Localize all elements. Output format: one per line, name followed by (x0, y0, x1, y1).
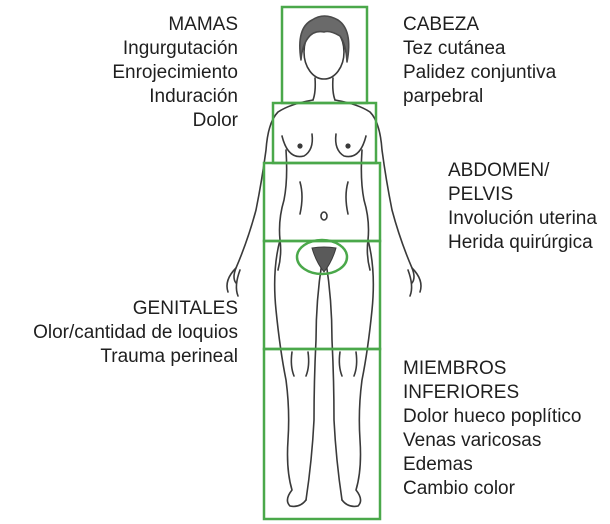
knee-right (338, 351, 358, 377)
knee-left (290, 351, 310, 377)
cabeza-item: parpebral (403, 86, 484, 107)
miembros-heading: MIEMBROS (403, 358, 507, 379)
leg-left-inner (305, 261, 323, 501)
mamas-item: Enrojecimiento (112, 62, 238, 83)
region-box-pubis (295, 238, 349, 276)
waist-right (360, 149, 371, 271)
miembros-item: Venas varicosas (403, 430, 542, 451)
genitales-item: Trauma perineal (100, 346, 238, 367)
label-miembros: MIEMBROS INFERIORES Dolor hueco poplític… (403, 357, 582, 501)
leg-right-inner (325, 261, 343, 501)
miembros-item: Edemas (403, 454, 473, 475)
miembros-item: Cambio color (403, 478, 515, 499)
region-box-mamas (271, 101, 378, 165)
pubic-area (311, 246, 337, 273)
mamas-heading: MAMAS (168, 14, 238, 35)
navel (320, 211, 328, 221)
label-genitales: GENITALES Olor/cantidad de loquios Traum… (33, 297, 238, 369)
waist-left (277, 149, 288, 271)
abdomen-heading: ABDOMEN/ (448, 160, 550, 181)
abdomen-item: Involución uterina (448, 208, 597, 229)
hand-right (407, 267, 422, 297)
region-boxes (262, 5, 382, 521)
body-outline (226, 15, 422, 508)
cabeza-item: Tez cutánea (403, 38, 506, 59)
breast-left (281, 133, 314, 158)
genitales-heading: GENITALES (132, 298, 238, 319)
abdomen-lines (299, 181, 349, 215)
miembros-item: Dolor hueco poplítico (403, 406, 582, 427)
mamas-item: Dolor (192, 110, 238, 131)
region-box-abdomen (262, 161, 382, 243)
mamas-item: Induración (149, 86, 238, 107)
abdomen-item: PELVIS (448, 184, 514, 205)
label-abdomen: ABDOMEN/ PELVIS Involución uterina Herid… (448, 159, 597, 255)
mamas-item: Ingurgutación (122, 38, 238, 59)
cabeza-heading: CABEZA (403, 14, 480, 35)
genitales-item: Olor/cantidad de loquios (33, 322, 238, 343)
miembros-item: INFERIORES (403, 382, 520, 403)
cabeza-item: Palidez conjuntiva (403, 62, 557, 83)
leg-left-outer (273, 239, 307, 508)
breast-right (334, 133, 367, 158)
leg-right-outer (341, 239, 375, 508)
label-mamas: MAMAS Ingurgutación Enrojecimiento Indur… (112, 13, 238, 133)
region-box-miembros (262, 347, 382, 521)
hand-left (226, 267, 241, 297)
hair-shape (299, 15, 350, 63)
abdomen-item: Herida quirúrgica (448, 232, 593, 253)
neck-shape (312, 77, 336, 101)
label-cabeza: CABEZA Tez cutánea Palidez conjuntiva pa… (403, 13, 556, 109)
